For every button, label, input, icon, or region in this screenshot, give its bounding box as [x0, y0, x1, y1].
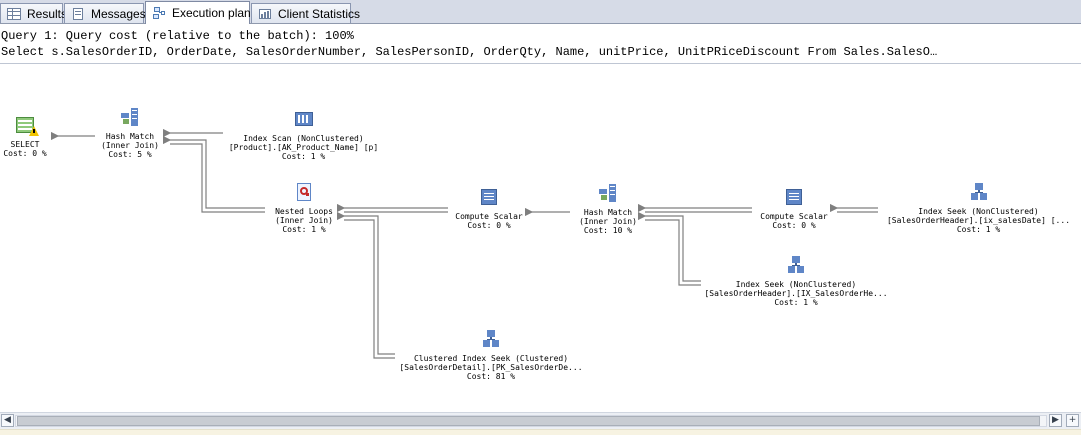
clustered-index-seek-node[interactable]: Clustered Index Seek (Clustered) [SalesO… [392, 327, 590, 381]
nested-loops-to-hash-match-connector-shadow [170, 143, 265, 213]
tab-results[interactable]: Results [0, 3, 67, 23]
status-strip [0, 429, 1081, 435]
index-scan-cost: Cost: 1 % [281, 152, 326, 161]
index-scan-object: [Product].[AK_Product_Name] [p] [228, 143, 379, 152]
hash-match-subtitle: (Inner Join) [101, 141, 159, 150]
index-seek-icon [784, 253, 808, 277]
hash-match-cost: Cost: 5 % [108, 150, 152, 159]
select-node-cost: Cost: 0 % [3, 149, 47, 158]
query-text-line: Select s.SalesOrderID, OrderDate, SalesO… [1, 45, 938, 59]
compute-scalar-cost: Cost: 0 % [467, 221, 511, 230]
hash-match-2-title: Hash Match [583, 208, 633, 217]
compute-scalar-node[interactable]: Compute Scalar Cost: 0 % [447, 185, 531, 230]
tab-messages[interactable]: Messages [64, 3, 146, 23]
messages-document-icon [71, 7, 85, 21]
clustered-index-seek-to-nested-loops-connector-shadow [344, 219, 395, 359]
grid-results-icon [7, 7, 21, 21]
index-seek-2-title: Index Seek (NonClustered) [735, 280, 857, 289]
clustered-index-seek-icon [479, 327, 503, 351]
client-statistics-icon [258, 7, 272, 21]
compute-scalar-icon [782, 185, 806, 209]
tab-messages-label: Messages [91, 6, 146, 21]
hash-match-icon [596, 181, 620, 205]
index-seek-title: Index Seek (NonClustered) [918, 207, 1039, 216]
compute-scalar-2-node[interactable]: Compute Scalar Cost: 0 % [752, 185, 836, 230]
tab-client-statistics-label: Client Statistics [278, 6, 361, 21]
index-seek-cost: Cost: 1 % [956, 225, 1001, 234]
results-tab-strip: Results Messages Execution plan [0, 0, 1081, 24]
nested-loops-cost: Cost: 1 % [282, 225, 326, 234]
scroll-right-icon[interactable]: ▶ [1049, 414, 1062, 427]
clustered-index-seek-cost: Cost: 81 % [466, 372, 516, 381]
hash-match-2-subtitle: (Inner Join) [579, 217, 637, 226]
clustered-index-seek-object: [SalesOrderDetail].[PK_SalesOrderDe... [399, 363, 583, 372]
execution-plan-canvas[interactable]: SELECT Cost: 0 % Hash Match (Inner Join)… [0, 65, 1081, 412]
index-seek-2-to-hash-match-2-connector-shadow [645, 219, 701, 286]
select-result-icon [13, 113, 39, 137]
index-seek-2-object: [SalesOrderHeader].[IX_SalesOrderHe... [704, 289, 888, 298]
scroll-thumb[interactable] [17, 416, 1040, 426]
tab-execution-plan[interactable]: Execution plan [145, 1, 251, 24]
hash-match-2-node[interactable]: Hash Match (Inner Join) Cost: 10 % [571, 181, 645, 235]
zoom-plus-icon[interactable]: + [1066, 414, 1079, 427]
nested-loops-title: Nested Loops [275, 207, 333, 216]
tab-results-label: Results [27, 6, 68, 21]
index-seek-object: [SalesOrderHeader].[ix_salesDate] [... [886, 216, 1071, 225]
clustered-index-seek-title: Clustered Index Seek (Clustered) [413, 354, 569, 363]
index-seek-2-cost: Cost: 1 % [774, 298, 818, 307]
tab-execution-plan-label: Execution plan [172, 6, 251, 20]
nested-loops-node[interactable]: Nested Loops (Inner Join) Cost: 1 % [263, 180, 345, 234]
hash-match-node[interactable]: Hash Match (Inner Join) Cost: 5 % [94, 105, 166, 159]
index-seek-2-to-hash-match-2-connector [637, 211, 701, 282]
hash-match-icon [118, 105, 142, 129]
nested-loops-subtitle: (Inner Join) [275, 216, 333, 225]
index-seek-icon [967, 180, 991, 204]
plan-connector-lines [50, 128, 878, 359]
hash-match-2-cost: Cost: 10 % [583, 226, 633, 235]
compute-scalar-title: Compute Scalar [455, 212, 523, 221]
index-seek-node[interactable]: Index Seek (NonClustered) [SalesOrderHea… [880, 180, 1077, 234]
horizontal-scrollbar[interactable]: ◀ ▶ + [0, 412, 1081, 429]
nested-loops-icon [292, 180, 316, 204]
index-scan-node[interactable]: Index Scan (NonClustered) [Product].[AK_… [216, 107, 391, 161]
hash-match-title: Hash Match [105, 132, 155, 141]
index-scan-title: Index Scan (NonClustered) [243, 134, 364, 143]
compute-scalar-2-title: Compute Scalar [760, 212, 828, 221]
clustered-index-seek-to-nested-loops-connector [336, 211, 395, 355]
index-seek-2-node[interactable]: Index Seek (NonClustered) [SalesOrderHea… [696, 253, 896, 307]
execution-plan-icon [152, 6, 166, 20]
query-cost-header: Query 1: Query cost (relative to the bat… [0, 24, 1081, 64]
query-cost-line: Query 1: Query cost (relative to the bat… [1, 29, 354, 43]
index-scan-icon [292, 107, 316, 131]
nested-loops-to-hash-match-connector [162, 135, 265, 209]
compute-scalar-2-cost: Cost: 0 % [772, 221, 816, 230]
tab-client-statistics[interactable]: Client Statistics [251, 3, 360, 23]
scroll-left-icon[interactable]: ◀ [1, 414, 14, 427]
compute-scalar-icon [477, 185, 501, 209]
select-node[interactable]: SELECT Cost: 0 % [0, 113, 50, 158]
select-node-title: SELECT [10, 140, 40, 149]
